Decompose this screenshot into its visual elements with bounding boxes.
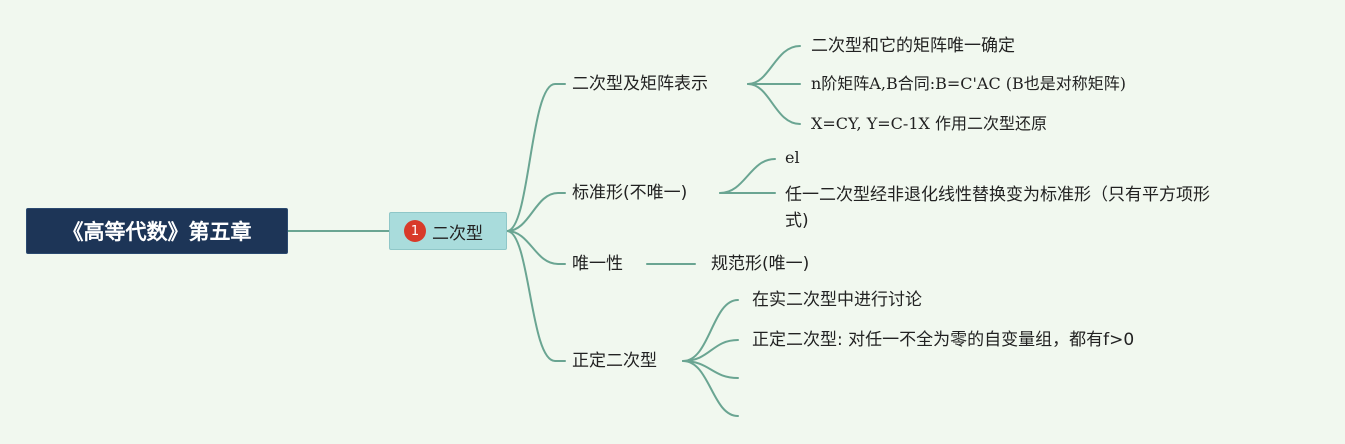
branch-standard-form[interactable]: 标准形(不唯一) bbox=[572, 183, 688, 203]
connector-b4-c1 bbox=[682, 299, 739, 362]
connector-b2-c1 bbox=[719, 158, 776, 194]
leaf-b4-positive-definite-def[interactable]: 正定二次型: 对任一不全为零的自变量组，都有f>0 bbox=[752, 330, 1135, 350]
leaf-b2-standard-form-line-1[interactable]: 任一二次型经非退化线性替换变为标准形（只有平方项形 bbox=[785, 185, 1210, 205]
branch-uniqueness[interactable]: 唯一性 bbox=[572, 254, 623, 274]
connector-b1-c3 bbox=[747, 83, 801, 125]
leaf-b2-standard-form-line-2[interactable]: 式) bbox=[785, 211, 809, 231]
main-topic-label: 二次型 bbox=[432, 223, 483, 244]
connector-b1-c1 bbox=[747, 45, 801, 85]
leaf-b4-real-forms[interactable]: 在实二次型中进行讨论 bbox=[752, 290, 922, 310]
leaf-b1-matrix-unique[interactable]: 二次型和它的矩阵唯一确定 bbox=[811, 36, 1015, 56]
connector-b4-c4 bbox=[682, 360, 739, 417]
branch-quadratic-form-matrix[interactable]: 二次型及矩阵表示 bbox=[572, 74, 708, 94]
branch-positive-definite[interactable]: 正定二次型 bbox=[572, 351, 657, 371]
connector-main-branch-4 bbox=[506, 230, 566, 362]
main-topic[interactable]: 1 二次型 bbox=[389, 212, 507, 250]
priority-badge: 1 bbox=[404, 220, 426, 242]
leaf-b1-congruent[interactable]: n阶矩阵A,B合同:B=C'AC (B也是对称矩阵) bbox=[811, 74, 1127, 93]
connector-main-branch-2 bbox=[506, 192, 566, 232]
leaf-b3-canonical-form[interactable]: 规范形(唯一) bbox=[711, 254, 810, 274]
root-topic[interactable]: 《高等代数》第五章 bbox=[26, 208, 288, 254]
leaf-b1-substitution[interactable]: X=CY, Y=C-1X 作用二次型还原 bbox=[811, 114, 1047, 133]
leaf-b2-el[interactable]: el bbox=[785, 148, 800, 167]
connector-main-branch-3 bbox=[506, 230, 566, 265]
connector-b4-c2 bbox=[682, 339, 739, 362]
connector-main-branch-1 bbox=[506, 83, 566, 232]
